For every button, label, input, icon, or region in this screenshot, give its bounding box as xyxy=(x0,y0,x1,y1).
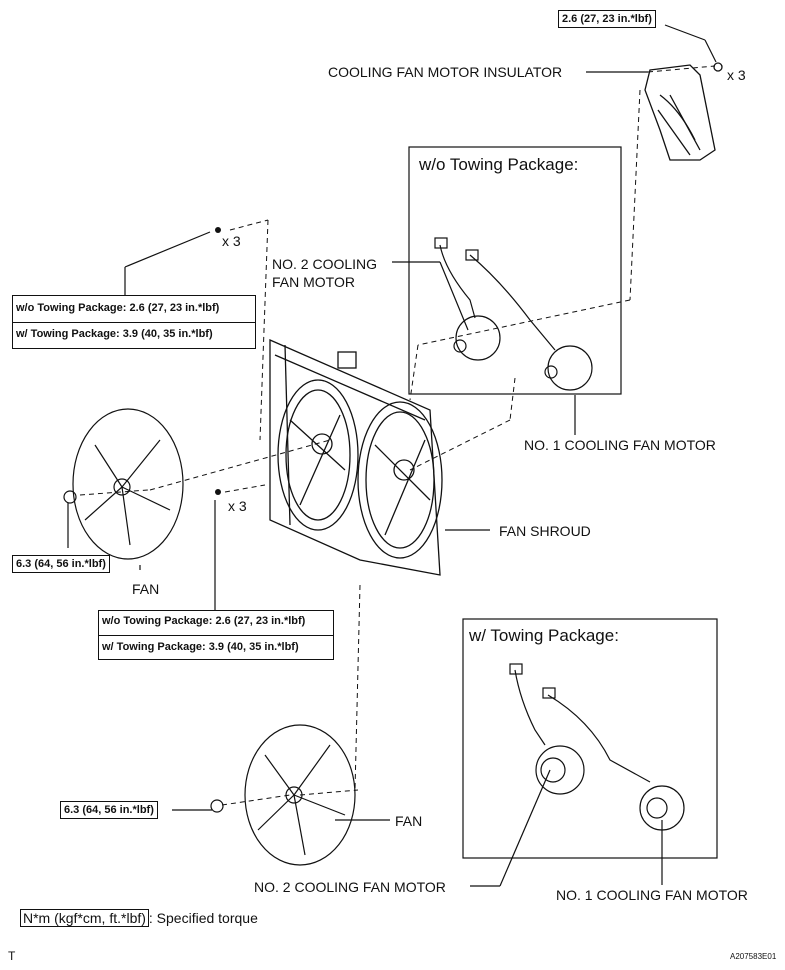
no2-motor-lower-label: NO. 2 COOLING FAN MOTOR xyxy=(254,879,446,895)
upper-torque-box: w/o Towing Package: 2.6 (27, 23 in.*lbf)… xyxy=(12,295,256,349)
nut-left-torque-box: 6.3 (64, 56 in.*lbf) xyxy=(12,555,110,573)
legend: N*m (kgf*cm, ft.*lbf): Specified torque xyxy=(20,909,258,927)
nut-lower-torque-box: 6.3 (64, 56 in.*lbf) xyxy=(60,801,158,819)
upper-torque-row1: w/o Towing Package: 2.6 (27, 23 in.*lbf) xyxy=(16,302,220,314)
middle-torque-row1: w/o Towing Package: 2.6 (27, 23 in.*lbf) xyxy=(102,615,306,627)
legend-description: : Specified torque xyxy=(148,910,258,926)
fan-left-label: FAN xyxy=(132,581,160,597)
x3-mid-label: x 3 xyxy=(222,233,241,249)
middle-torque-row2: w/ Towing Package: 3.9 (40, 35 in.*lbf) xyxy=(102,641,299,653)
no2-motor-upper-label-line2: FAN MOTOR xyxy=(272,274,355,290)
no2-motor-upper-label-line1: NO. 2 COOLING xyxy=(272,256,378,272)
fan-lower-label: FAN xyxy=(395,813,423,829)
insulator-label: COOLING FAN MOTOR INSULATOR xyxy=(328,64,563,80)
insulator-torque-box: 2.6 (27, 23 in.*lbf) xyxy=(558,10,656,28)
upper-torque-row2: w/ Towing Package: 3.9 (40, 35 in.*lbf) xyxy=(16,328,213,340)
wo-towing-panel-title: w/o Towing Package: xyxy=(419,155,579,174)
figure-code: A207583E01 xyxy=(730,952,777,961)
middle-torque-divider xyxy=(99,635,333,636)
no1-motor-lower-label: NO. 1 COOLING FAN MOTOR xyxy=(556,887,748,903)
no1-motor-upper-label: NO. 1 COOLING FAN MOTOR xyxy=(524,437,716,453)
middle-torque-box: w/o Towing Package: 2.6 (27, 23 in.*lbf)… xyxy=(98,610,334,660)
legend-unit-box: N*m (kgf*cm, ft.*lbf) xyxy=(20,909,149,927)
w-towing-panel-title: w/ Towing Package: xyxy=(469,626,619,645)
fan-shroud-label: FAN SHROUD xyxy=(499,523,591,539)
x3-low-label: x 3 xyxy=(228,498,247,514)
x3-top-label: x 3 xyxy=(727,67,746,83)
upper-torque-divider xyxy=(13,322,255,323)
footer-left-mark: T xyxy=(8,949,16,963)
